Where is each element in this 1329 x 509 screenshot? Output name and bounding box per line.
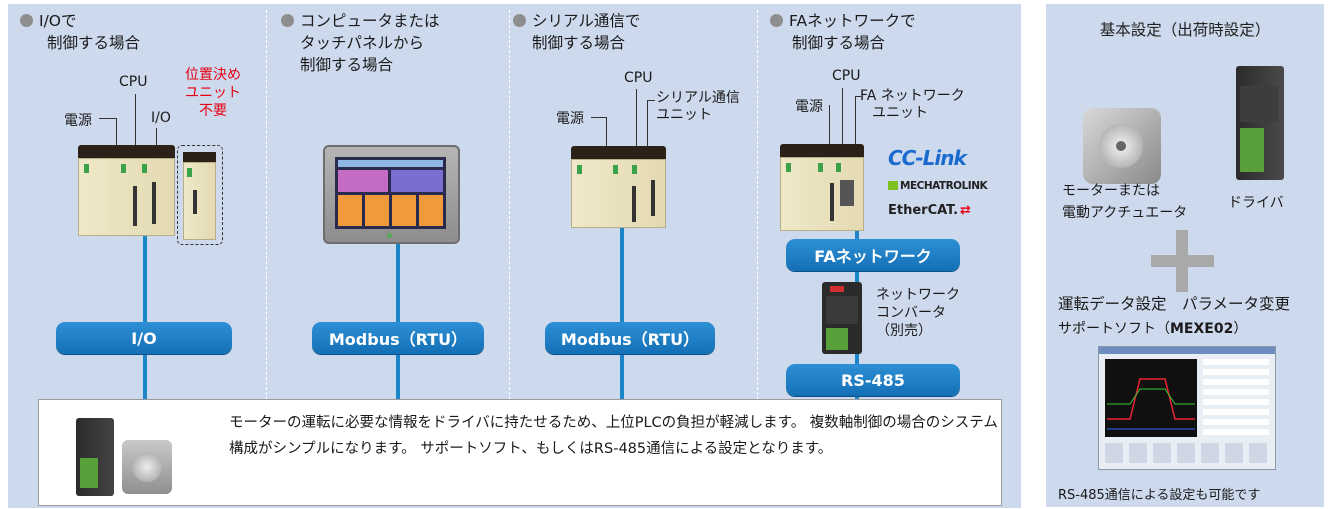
driver-image [1236,66,1284,180]
bullet-icon [770,14,783,27]
column-title-computer: コンピュータまたは タッチパネルから 制御する場合 [281,10,440,76]
label-line: ユニット [656,107,712,123]
basic-settings-title: 基本設定（出荷時設定） [1099,21,1271,39]
cpu-label: CPU [624,70,653,86]
motor-image [122,440,172,494]
support-soft-label: サポートソフト（MEXE02） [1058,318,1247,338]
modbus-bus-label: Modbus（RTU） [545,322,715,354]
serial-unit-label: シリアル通信 ユニット [656,90,740,124]
arrow-icon: ⇄ [960,203,971,218]
software-screenshot [1098,346,1276,470]
bus-line [396,238,400,404]
mechatrolink-mark-icon [888,181,898,190]
bullet-icon [20,14,33,27]
title-line: 制御する場合 [792,34,886,52]
plus-icon [1176,230,1188,292]
note-line: 位置決め [185,67,241,83]
touch-panel [323,145,460,244]
column-divider [266,10,267,400]
ethercat-logo: EtherCAT.⇄ [888,203,971,218]
ethercat-text: EtherCAT. [888,203,959,218]
title-line: FAネットワークで [789,12,916,30]
note-line: 不要 [199,103,227,119]
modbus-bus-label: Modbus（RTU） [312,322,484,354]
label-line: コンバータ [876,305,946,321]
power-label: 電源 [556,111,584,127]
label-line: ネットワーク [876,287,960,303]
label-line: FA ネットワーク [860,88,965,104]
fa-network-bus-label: FAネットワーク [786,239,960,271]
network-converter [822,282,862,354]
title-line: 制御する場合 [47,34,141,52]
cpu-label: CPU [832,68,861,84]
cpu-label: CPU [119,74,148,90]
label-line: シリアル通信 [656,90,740,106]
bus-line [143,234,147,404]
motor-label: モーターまたは 電動アクチュエータ [1062,180,1187,224]
rs485-note: RS-485通信による設定も可能です [1058,488,1261,503]
no-positioning-unit-note: 位置決め ユニット 不要 [178,66,248,120]
power-label: 電源 [795,99,823,115]
motor-image [1083,108,1161,184]
title-line: コンピュータまたは [300,12,440,30]
column-divider [757,10,758,400]
title-line: タッチパネルから [300,34,425,52]
note-line: ユニット [185,85,241,101]
mexe02-name: MEXE02 [1170,321,1234,337]
fa-unit-label: FA ネットワーク ユニット [860,88,965,122]
note-text: モーターの運転に必要な情報をドライバに持たせるため、上位PLCの負担が軽減します… [229,415,998,457]
support-soft-suffix: ） [1233,321,1248,337]
mechatrolink-logo: MECHATROLINK [888,180,988,192]
io-label: I/O [151,110,171,126]
column-title-fa: FAネットワークで 制御する場合 [770,10,916,54]
label-line: ユニット [872,105,928,121]
column-divider [509,10,510,400]
driver-image [76,418,114,496]
bullet-icon [281,14,294,27]
data-setting-label: 運転データ設定 パラメータ変更 [1058,295,1291,313]
title-line: シリアル通信で [532,12,641,30]
driver-label: ドライバ [1228,195,1284,211]
power-label: 電源 [64,113,92,129]
positioning-unit-outline [177,145,223,245]
cclink-logo: CC-Link [888,146,967,170]
io-bus-label: I/O [56,322,232,354]
title-line: I/Oで [39,12,77,30]
mechatrolink-text: MECHATROLINK [900,180,988,192]
label-line: モーターまたは [1062,183,1160,199]
note-box [38,399,1002,506]
label-line: 電動アクチュエータ [1062,205,1188,221]
title-line: 制御する場合 [300,56,394,74]
support-soft-prefix: サポートソフト（ [1058,321,1170,337]
bullet-icon [513,14,526,27]
column-title-io: I/Oで 制御する場合 [20,10,140,54]
converter-label: ネットワーク コンバータ （別売） [876,286,960,340]
label-line: （別売） [876,323,932,339]
rs485-bus-label: RS-485 [786,364,960,396]
bus-line [620,226,624,404]
column-title-serial: シリアル通信で 制御する場合 [513,10,640,54]
title-line: 制御する場合 [532,34,626,52]
